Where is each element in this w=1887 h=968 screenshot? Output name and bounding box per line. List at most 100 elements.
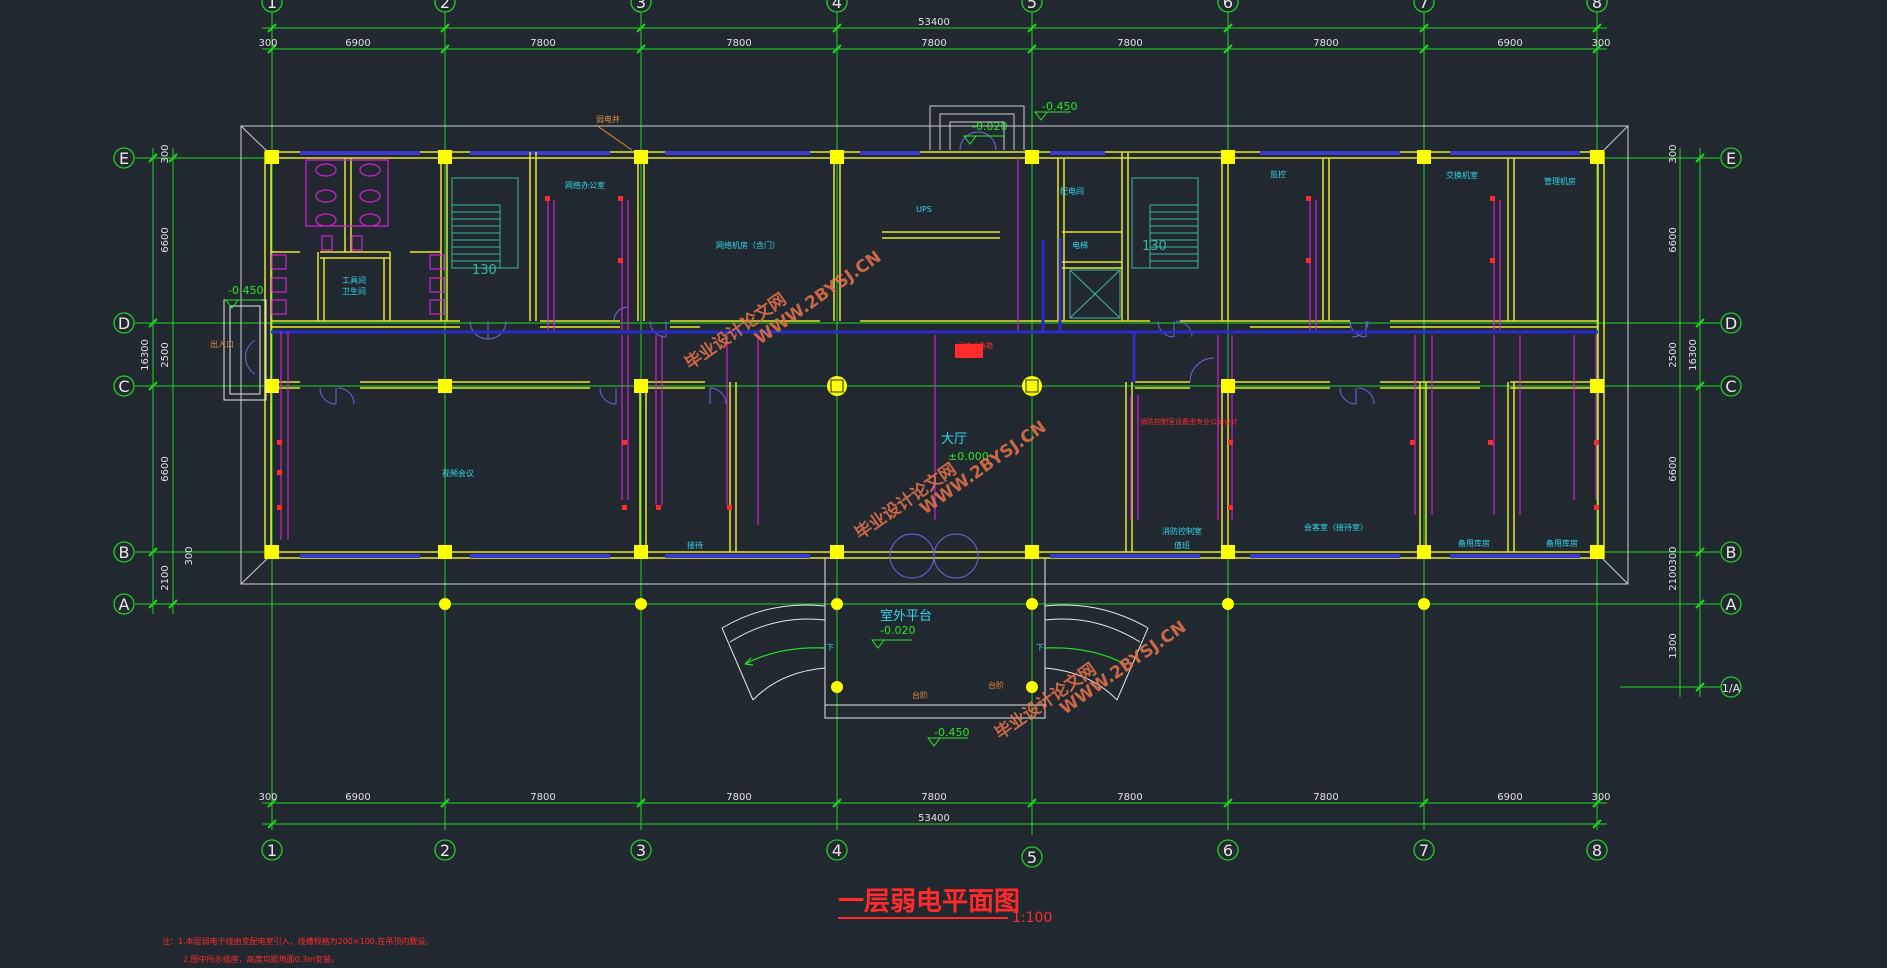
room-label-elevator: 电梯 [1072, 240, 1088, 250]
drawing-title: 一层弱电平面图 [838, 887, 1020, 917]
room-label-monitor: 监控 [1270, 169, 1286, 179]
dim-depth: 6600 [1668, 456, 1679, 481]
ramp-arrows [744, 647, 1126, 666]
dim-depth: 300 [1668, 144, 1679, 163]
dim-bay: 7800 [1313, 38, 1338, 49]
room-label-duty: 值班 [1174, 540, 1190, 550]
dim-depth: 6600 [160, 227, 171, 252]
step-label: 台阶 [988, 680, 1004, 690]
elevation-label: ±0.000 [948, 450, 989, 463]
room-label-reception: 接待 [687, 540, 703, 550]
axis-label-row: B [1726, 543, 1737, 562]
dim-depth: 1300 [1668, 633, 1679, 658]
dim-bay: 7800 [921, 38, 946, 49]
room-label-ups: UPS [916, 205, 932, 214]
axis-label-row: E [119, 149, 129, 168]
axis-label-row: C [118, 377, 129, 396]
room-label-switch-room: 交换机室 [1446, 170, 1478, 180]
room-label-fire-control: 消防控制室 [1162, 526, 1202, 536]
dim-depth: 6600 [1668, 227, 1679, 252]
dim-bay: 300 [1591, 38, 1610, 49]
axis-label-row: A [1726, 595, 1737, 614]
axis-label-col: 8 [1592, 841, 1602, 860]
dim-bay: 7800 [530, 38, 555, 49]
axis-label-col: 7 [1419, 841, 1429, 860]
axis-label-row: 1/A [1722, 682, 1741, 695]
elevation-label: -0.450 [228, 284, 263, 297]
roof-outline [240, 105, 1629, 585]
axis-label-col: 6 [1223, 0, 1233, 12]
elevation-markers [225, 111, 1071, 747]
axis-label-col: 1 [267, 841, 277, 860]
dim-bay: 300 [1591, 792, 1610, 803]
dim-bay: 6900 [345, 38, 370, 49]
room-label-outdoor-platform: 室外平台 [880, 608, 932, 624]
elevation-label: -0.450 [1042, 100, 1077, 113]
structural-columns [265, 150, 1604, 693]
dim-bay: 300 [258, 792, 277, 803]
dimension-labels: 53400 300 6900 7800 7800 7800 7800 7800 … [140, 17, 1699, 824]
axis-bubbles [113, 0, 1742, 868]
room-label-network-machine: 网络机房（含门） [716, 240, 780, 250]
elevation-labels: -0.450 -0.020 -0.450 ±0.000 -0.020 -0.45… [228, 100, 1077, 739]
axis-label-col: 2 [440, 841, 450, 860]
dim-bay: 7800 [1117, 38, 1142, 49]
dimension-ticks [148, 23, 1705, 829]
axis-label-col: 3 [636, 0, 646, 12]
cable-tray [271, 238, 1598, 382]
room-label-hall: 大厅 [941, 432, 967, 447]
interior-walls [271, 152, 1598, 552]
axis-label-col: 4 [832, 841, 842, 860]
room-label-toilet: 卫生间 [342, 286, 366, 296]
axis-labels: 1 2 3 4 5 6 7 8 1 2 3 4 5 6 7 8 E D C B … [118, 0, 1741, 867]
axis-label-col: 4 [832, 0, 842, 12]
dim-bay: 6900 [1497, 792, 1522, 803]
axis-label-row: C [1725, 377, 1736, 396]
axis-grid [135, 12, 1720, 835]
stair-down-label: 下 [1036, 643, 1044, 652]
stairs [451, 177, 1199, 319]
dim-depth: 2100 [1668, 565, 1679, 590]
drawing-title-block: 一层弱电平面图 1:100 注：1.本层弱电干线由变配电室引入，线槽规格为200… [162, 887, 1052, 964]
dim-bay: 6900 [345, 792, 370, 803]
axis-label-row: D [1725, 314, 1737, 333]
room-label-conference: 视频会议 [442, 468, 474, 478]
dim-bay: 6900 [1497, 38, 1522, 49]
room-label-entrance: 出入口 [210, 339, 234, 349]
elevation-label: -0.450 [934, 726, 969, 739]
doors [245, 131, 1375, 579]
axis-label-col: 5 [1027, 0, 1037, 12]
entrance-platform [223, 299, 1149, 719]
room-label-spare-store: 备用库房 [1458, 538, 1490, 548]
column-hatch [830, 379, 1039, 393]
room-labels: 工具间 卫生间 网络办公室 网络机房（含门） UPS 配电间 电梯 监控 交换机… [210, 114, 1578, 700]
room-label-meeting: 会客室（接待室） [1304, 522, 1368, 532]
dim-bay: 7800 [1117, 792, 1142, 803]
weak-riser-label: 弱电井 [596, 114, 620, 124]
axis-label-row: B [119, 543, 130, 562]
window-bands [300, 151, 1580, 558]
room-label-service-room: 管理机房 [1544, 176, 1576, 186]
room-label-spare-store: 备用库房 [1546, 538, 1578, 548]
dim-bay: 7800 [1313, 792, 1338, 803]
elevation-label: -0.020 [972, 120, 1007, 133]
dim-depth: 6600 [160, 456, 171, 481]
axis-label-col: 8 [1592, 0, 1602, 12]
elevation-label: -0.020 [880, 624, 915, 637]
axis-label-col: 3 [636, 841, 646, 860]
room-label-distribution: 配电间 [1060, 186, 1084, 196]
overall-dimension-bottom: 53400 [918, 813, 950, 824]
step-label: 台阶 [912, 690, 928, 700]
dim-depth: 2500 [160, 342, 171, 367]
dim-bay: 7800 [726, 792, 751, 803]
stair-down-label: 下 [826, 643, 834, 652]
riser-leader-line [595, 124, 633, 151]
axis-label-row: A [119, 595, 130, 614]
dim-depth: 300 [160, 144, 171, 163]
room-label-tool-room: 工具间 [342, 276, 366, 285]
axis-label-col: 1 [267, 0, 277, 12]
dim-depth: 2500 [1668, 342, 1679, 367]
dim-total: 16300 [140, 339, 151, 371]
dim-depth: 300 [184, 546, 195, 565]
